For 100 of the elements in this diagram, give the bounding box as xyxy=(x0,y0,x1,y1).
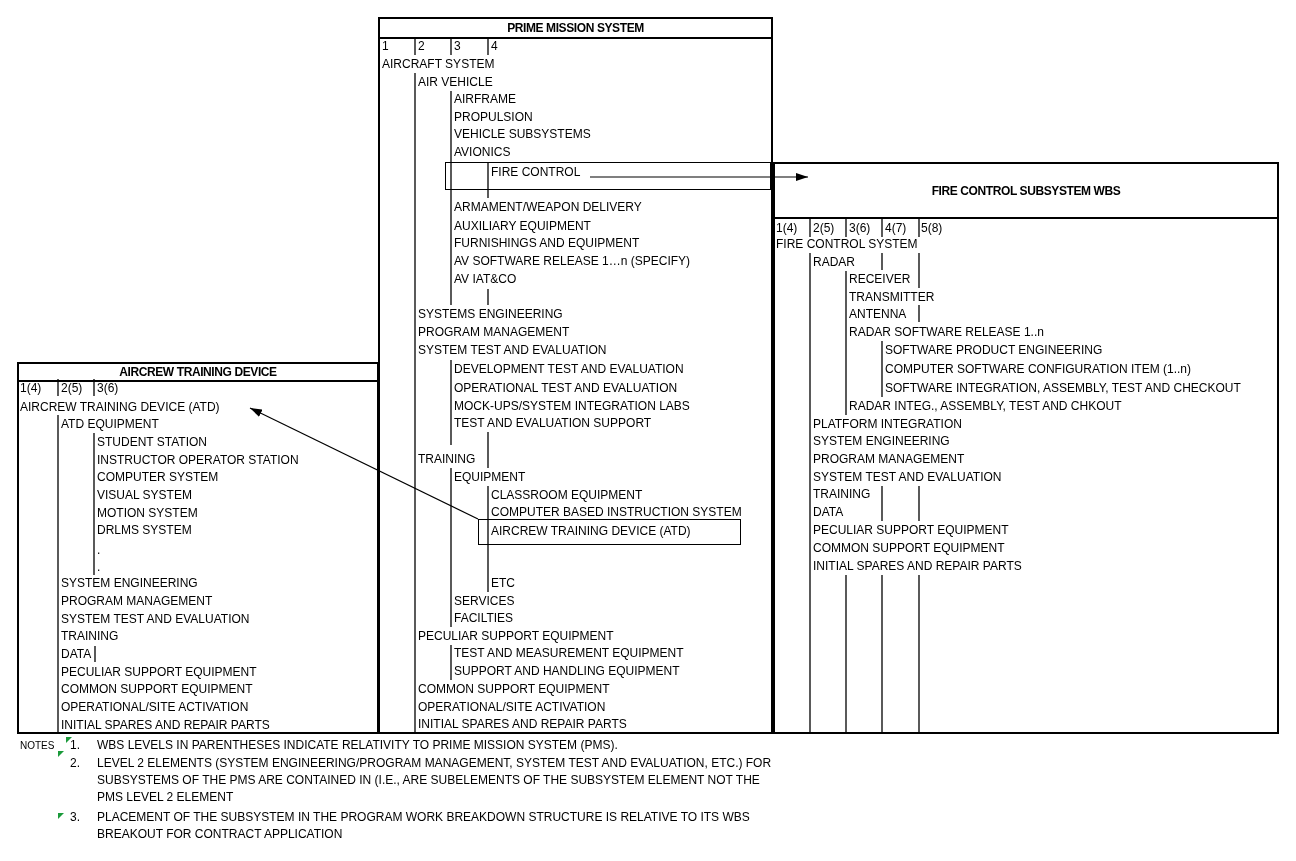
wbs-item: PECULIAR SUPPORT EQUIPMENT xyxy=(61,664,257,680)
wbs-item: MOCK-UPS/SYSTEM INTEGRATION LABS xyxy=(454,398,690,414)
highlight-box xyxy=(478,519,741,545)
wbs-item: DATA xyxy=(813,504,844,520)
note-text: LEVEL 2 ELEMENTS (SYSTEM ENGINEERING/PROGRAM MANAGEMENT, SYSTEM TEST AND EVALUATION, ETC.) FOR SUBSYSTEMS OF THE PMS ARE CONTAINED IN (I.E., ARE SUBELEMENTS OF THE SUBSYSTEM ELEMENT NOT THE PMS LEVEL 2 ELEMENT xyxy=(97,755,773,806)
wbs-item: COMMON SUPPORT EQUIPMENT xyxy=(61,681,253,697)
wbs-item: VISUAL SYSTEM xyxy=(97,487,192,503)
wbs-item: FURNISHINGS AND EQUIPMENT xyxy=(454,235,640,251)
wbs-item: DEVELOPMENT TEST AND EVALUATION xyxy=(454,361,684,377)
panel-title: PRIME MISSION SYSTEM xyxy=(507,21,644,35)
wbs-item: DRLMS SYSTEM xyxy=(97,522,192,538)
wbs-item: ARMAMENT/WEAPON DELIVERY xyxy=(454,199,642,215)
note-number: 1. xyxy=(70,737,81,754)
wbs-item: SOFTWARE INTEGRATION, ASSEMBLY, TEST AND CHECKOUT xyxy=(885,380,1241,396)
wbs-item: TRAINING xyxy=(61,628,119,644)
wbs-item: RECEIVER xyxy=(849,271,911,287)
wbs-item: COMMON SUPPORT EQUIPMENT xyxy=(418,681,610,697)
wbs-item: INITIAL SPARES AND REPAIR PARTS xyxy=(418,716,627,732)
wbs-item: ATD EQUIPMENT xyxy=(61,416,159,432)
wbs-panel xyxy=(378,17,773,734)
wbs-item: OPERATIONAL/SITE ACTIVATION xyxy=(61,699,249,715)
wbs-item: PROGRAM MANAGEMENT xyxy=(418,324,570,340)
wbs-item: SYSTEM TEST AND EVALUATION xyxy=(61,611,250,627)
wbs-item: EQUIPMENT xyxy=(454,469,526,485)
wbs-item: SYSTEMS ENGINEERING xyxy=(418,306,563,322)
wbs-item: AIRCRAFT SYSTEM xyxy=(382,56,495,72)
wbs-item: INITIAL SPARES AND REPAIR PARTS xyxy=(813,558,1022,574)
wbs-item: SOFTWARE PRODUCT ENGINEERING xyxy=(885,342,1103,358)
wbs-item: SYSTEM ENGINEERING xyxy=(61,575,198,591)
wbs-item: SYSTEM TEST AND EVALUATION xyxy=(418,342,607,358)
level-number: 3(6) xyxy=(97,380,119,396)
note-number: 2. xyxy=(70,755,81,772)
wbs-item: RADAR xyxy=(813,254,855,270)
note-text: PLACEMENT OF THE SUBSYSTEM IN THE PROGRAM WORK BREAKDOWN STRUCTURE IS RELATIVE TO ITS WBS BREAKOUT FOR CONTRACT APPLICATION xyxy=(97,809,751,843)
wbs-item: MOTION SYSTEM xyxy=(97,505,198,521)
notes-heading: NOTES xyxy=(20,739,56,753)
wbs-item: RADAR INTEG., ASSEMBLY, TEST AND CHKOUT xyxy=(849,398,1122,414)
wbs-item: AV IAT&CO xyxy=(454,271,517,287)
wbs-item: TEST AND EVALUATION SUPPORT xyxy=(454,415,652,431)
wbs-item: SUPPORT AND HANDLING EQUIPMENT xyxy=(454,663,680,679)
wbs-item: INITIAL SPARES AND REPAIR PARTS xyxy=(61,717,270,733)
wbs-item: SYSTEM TEST AND EVALUATION xyxy=(813,469,1002,485)
wbs-item: OPERATIONAL TEST AND EVALUATION xyxy=(454,380,678,396)
wbs-panel xyxy=(773,162,1279,734)
wbs-item: RADAR SOFTWARE RELEASE 1..n xyxy=(849,324,1044,340)
level-number: 5(8) xyxy=(921,220,943,236)
wbs-item: ANTENNA xyxy=(849,306,907,322)
level-number: 4 xyxy=(491,38,498,54)
wbs-item: SERVICES xyxy=(454,593,515,609)
panel-title: AIRCREW TRAINING DEVICE xyxy=(119,365,277,379)
note-number: 3. xyxy=(70,809,81,826)
wbs-item: . xyxy=(97,559,101,575)
wbs-item: TRANSMITTER xyxy=(849,289,935,305)
wbs-item: AIRCREW TRAINING DEVICE (ATD) xyxy=(20,399,220,415)
wbs-item: AVIONICS xyxy=(454,144,511,160)
level-number: 2(5) xyxy=(813,220,835,236)
wbs-item: TRAINING xyxy=(813,486,871,502)
wbs-item: PECULIAR SUPPORT EQUIPMENT xyxy=(418,628,614,644)
wbs-item: OPERATIONAL/SITE ACTIVATION xyxy=(418,699,606,715)
wbs-item: DATA xyxy=(61,646,92,662)
wbs-item: AIRCREW TRAINING DEVICE (ATD) xyxy=(491,523,691,539)
wbs-item: AIR VEHICLE xyxy=(418,74,493,90)
wbs-item: STUDENT STATION xyxy=(97,434,207,450)
wbs-item: FIRE CONTROL xyxy=(491,164,581,180)
wbs-panel xyxy=(17,362,379,734)
wbs-item: CLASSROOM EQUIPMENT xyxy=(491,487,643,503)
highlight-box xyxy=(445,162,771,190)
wbs-item: FIRE CONTROL SYSTEM xyxy=(776,236,918,252)
level-number: 2 xyxy=(418,38,425,54)
wbs-item: PROPULSION xyxy=(454,109,533,125)
wbs-item: COMMON SUPPORT EQUIPMENT xyxy=(813,540,1005,556)
level-number: 1(4) xyxy=(20,380,42,396)
panel-title: FIRE CONTROL SUBSYSTEM WBS xyxy=(931,183,1121,198)
wbs-item: COMPUTER SYSTEM xyxy=(97,469,219,485)
wbs-item: AUXILIARY EQUIPMENT xyxy=(454,218,591,234)
arrow xyxy=(249,407,479,520)
wbs-item: FACILTIES xyxy=(454,610,514,626)
wbs-item: TRAINING xyxy=(418,451,476,467)
wbs-item: AV SOFTWARE RELEASE 1…n (SPECIFY) xyxy=(454,253,691,269)
wbs-item: . xyxy=(97,542,101,558)
wbs-item: VEHICLE SUBSYSTEMS xyxy=(454,126,591,142)
wbs-item: PROGRAM MANAGEMENT xyxy=(61,593,213,609)
wbs-item: INSTRUCTOR OPERATOR STATION xyxy=(97,452,299,468)
wbs-item: PECULIAR SUPPORT EQUIPMENT xyxy=(813,522,1009,538)
level-number: 3(6) xyxy=(849,220,871,236)
wbs-item: PROGRAM MANAGEMENT xyxy=(813,451,965,467)
arrow xyxy=(589,173,809,181)
level-number: 1(4) xyxy=(776,220,798,236)
level-number: 1 xyxy=(382,38,389,54)
wbs-item: PLATFORM INTEGRATION xyxy=(813,416,962,432)
wbs-item: SYSTEM ENGINEERING xyxy=(813,433,950,449)
level-number: 2(5) xyxy=(61,380,83,396)
level-number: 4(7) xyxy=(885,220,907,236)
wbs-item: TEST AND MEASUREMENT EQUIPMENT xyxy=(454,645,684,661)
wbs-item: AIRFRAME xyxy=(454,91,516,107)
note-text: WBS LEVELS IN PARENTHESES INDICATE RELATIVITY TO PRIME MISSION SYSTEM (PMS). xyxy=(97,737,619,754)
wbs-item: COMPUTER SOFTWARE CONFIGURATION ITEM (1..n) xyxy=(885,361,1191,377)
wbs-item: ETC xyxy=(491,575,515,591)
level-number: 3 xyxy=(454,38,461,54)
wbs-item: COMPUTER BASED INSTRUCTION SYSTEM xyxy=(491,504,742,520)
